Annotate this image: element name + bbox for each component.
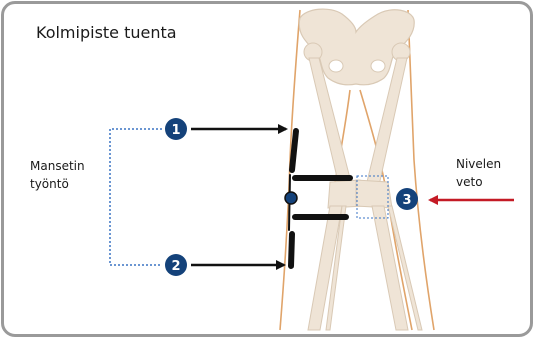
cuff-push-label-line2: työntö xyxy=(30,177,69,191)
cuff-push-label-line1: Mansetin xyxy=(30,159,85,173)
joint-pull-box xyxy=(356,175,389,219)
orthosis-hinge xyxy=(284,191,298,205)
cuff-push-bracket xyxy=(109,128,162,266)
marker-3-number: 3 xyxy=(402,193,411,208)
right-tibia xyxy=(371,205,409,331)
diagram-title: Kolmipiste tuenta xyxy=(36,23,177,42)
joint-pull-label-line2: veto xyxy=(456,175,483,189)
marker-1: 1 xyxy=(165,118,187,140)
marker-1-number: 1 xyxy=(171,123,180,138)
joint-pull-label: Nivelen veto xyxy=(456,157,501,189)
marker-2-number: 2 xyxy=(171,259,180,274)
left-tibia xyxy=(307,205,343,331)
cuff-push-label: Mansetin työntö xyxy=(30,159,85,191)
joint-pull-label-line1: Nivelen xyxy=(456,157,501,171)
leg-skeleton-illustration xyxy=(279,8,435,331)
orthosis-brace xyxy=(288,128,353,269)
marker-3: 3 xyxy=(396,188,418,210)
marker-2: 2 xyxy=(165,254,187,276)
